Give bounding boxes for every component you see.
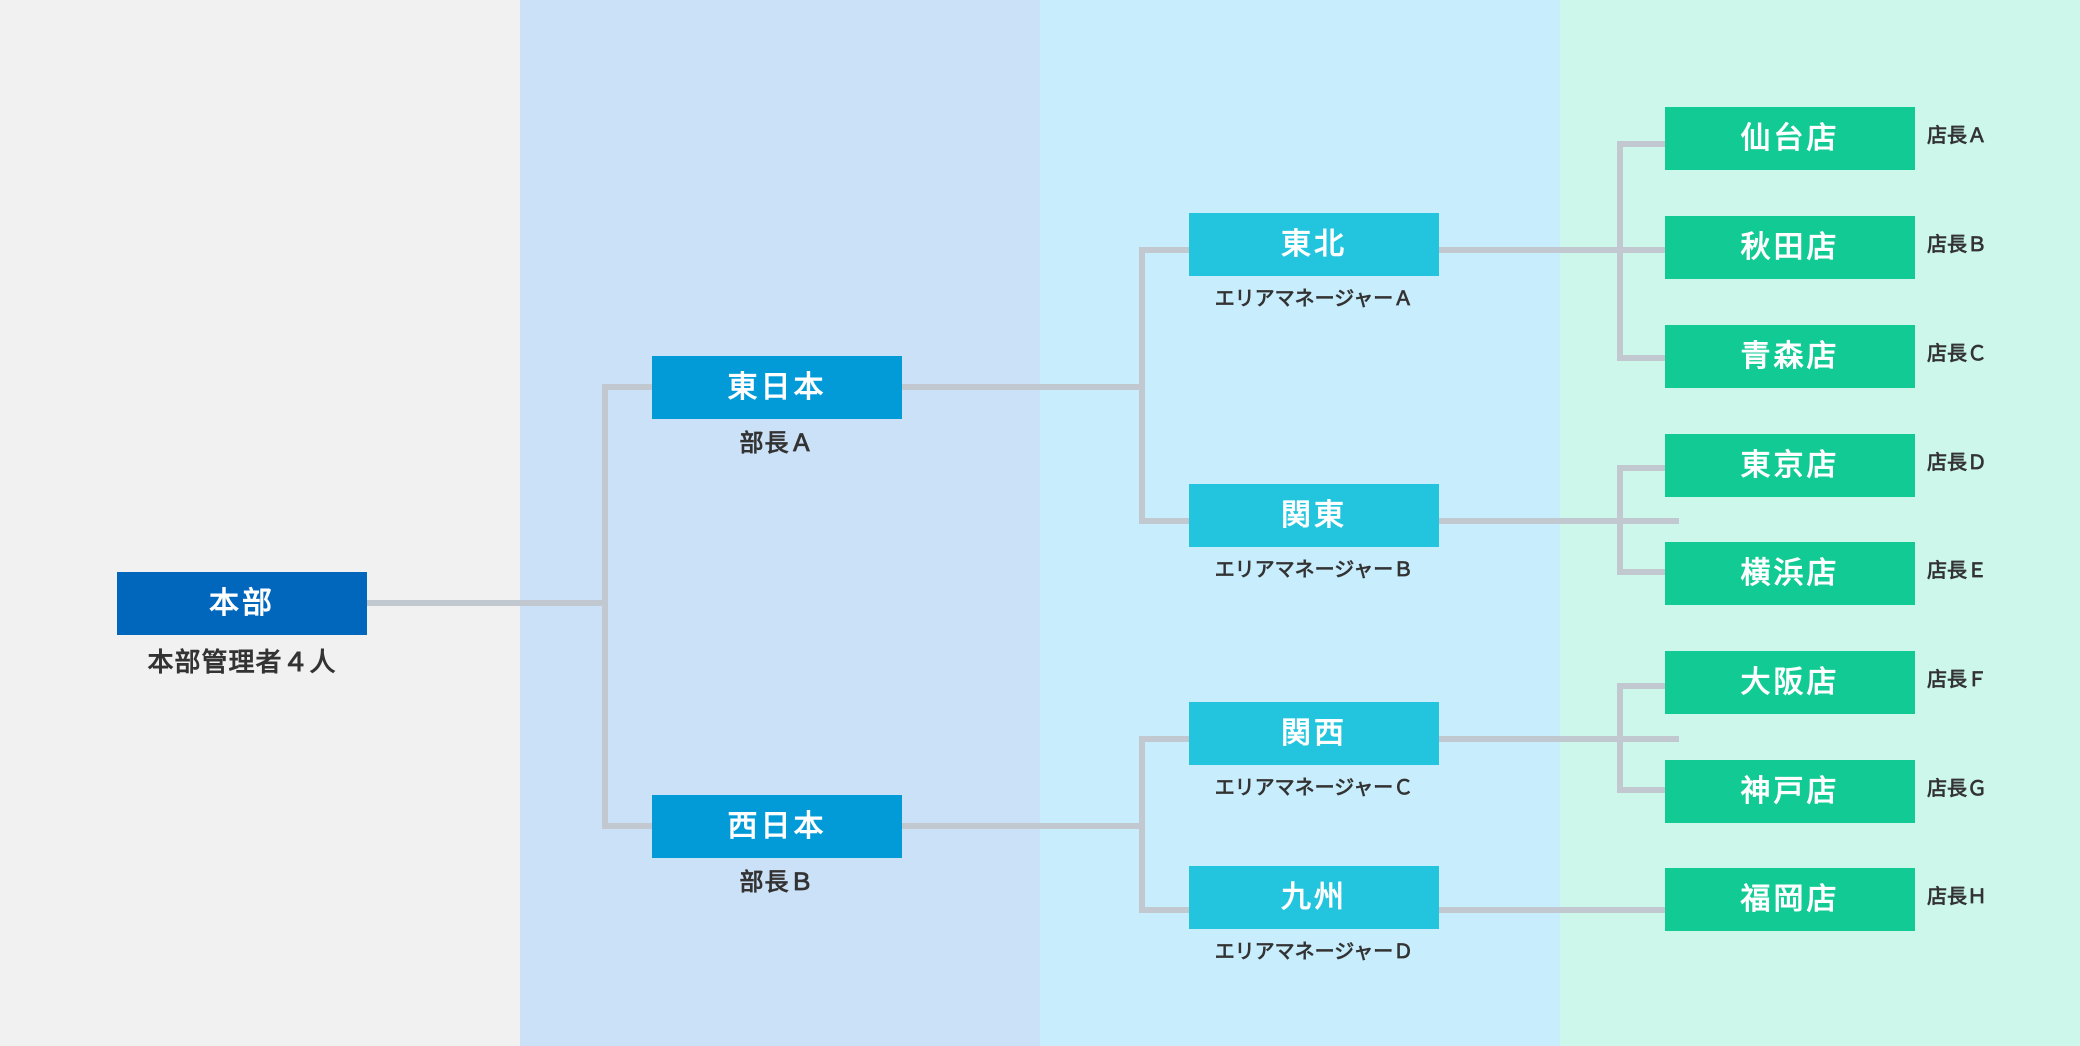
node-division-west[interactable]: 西日本 部長Ｂ xyxy=(652,795,902,895)
headquarters-column-band xyxy=(0,0,520,1046)
node-store-tokyo[interactable]: 東京店 店長Ｄ xyxy=(1665,434,1987,497)
store-sendai-manager: 店長Ａ xyxy=(1927,125,1987,147)
connector-branch-to-area-tohoku xyxy=(1139,247,1195,253)
headquarters-box[interactable]: 本部 xyxy=(117,572,367,635)
connector-branch-to-area-kanto xyxy=(1139,518,1195,524)
connector-trunk-to-division-east xyxy=(602,384,658,390)
store-tokyo-box[interactable]: 東京店 xyxy=(1665,434,1915,497)
store-aomori-manager: 店長Ｃ xyxy=(1927,343,1987,365)
connector-kansai-to-osaka xyxy=(1617,683,1673,689)
connector-east-division-stub xyxy=(902,384,1142,390)
connector-hq-to-trunk xyxy=(367,600,608,606)
store-fukuoka-box[interactable]: 福岡店 xyxy=(1665,868,1915,931)
area-kanto-caption: エリアマネージャーＢ xyxy=(1214,559,1414,581)
store-kobe-box[interactable]: 神戸店 xyxy=(1665,760,1915,823)
store-yokohama-box[interactable]: 横浜店 xyxy=(1665,542,1915,605)
store-akita-manager: 店長Ｂ xyxy=(1927,234,1987,256)
node-store-fukuoka[interactable]: 福岡店 店長Ｈ xyxy=(1665,868,1987,931)
area-kyushu-caption: エリアマネージャーＤ xyxy=(1214,941,1414,963)
connector-west-division-stub xyxy=(902,823,1142,829)
store-kobe-manager: 店長Ｇ xyxy=(1927,778,1987,800)
store-osaka-manager: 店長Ｆ xyxy=(1927,669,1987,691)
connector-kyushu-to-fukuoka xyxy=(1439,907,1679,913)
connector-kansai-stub xyxy=(1439,736,1679,742)
store-osaka-box[interactable]: 大阪店 xyxy=(1665,651,1915,714)
node-area-kyushu[interactable]: 九州 エリアマネージャーＤ xyxy=(1189,866,1439,962)
node-area-kansai[interactable]: 関西 エリアマネージャーＣ xyxy=(1189,702,1439,798)
store-yokohama-manager: 店長Ｅ xyxy=(1927,560,1987,582)
connector-tohoku-stub xyxy=(1439,247,1679,253)
connector-kanto-stub xyxy=(1439,518,1679,524)
connector-kansai-branch xyxy=(1617,683,1623,793)
connector-west-division-branch xyxy=(1139,736,1145,913)
area-kansai-box[interactable]: 関西 xyxy=(1189,702,1439,765)
connector-east-division-branch xyxy=(1139,247,1145,524)
node-headquarters[interactable]: 本部 本部管理者４人 xyxy=(117,572,367,675)
division-east-box[interactable]: 東日本 xyxy=(652,356,902,419)
node-store-kobe[interactable]: 神戸店 店長Ｇ xyxy=(1665,760,1987,823)
area-tohoku-box[interactable]: 東北 xyxy=(1189,213,1439,276)
node-area-tohoku[interactable]: 東北 エリアマネージャーＡ xyxy=(1189,213,1439,309)
connector-branch-to-area-kansai xyxy=(1139,736,1195,742)
store-fukuoka-manager: 店長Ｈ xyxy=(1927,886,1987,908)
division-west-box[interactable]: 西日本 xyxy=(652,795,902,858)
store-tokyo-manager: 店長Ｄ xyxy=(1927,452,1987,474)
node-division-east[interactable]: 東日本 部長Ａ xyxy=(652,356,902,456)
connector-kanto-to-yokohama xyxy=(1617,569,1673,575)
area-kyushu-box[interactable]: 九州 xyxy=(1189,866,1439,929)
division-east-caption: 部長Ａ xyxy=(739,430,815,457)
node-store-akita[interactable]: 秋田店 店長Ｂ xyxy=(1665,216,1987,279)
connector-kanto-branch xyxy=(1617,465,1623,575)
connector-branch-to-area-kyushu xyxy=(1139,907,1195,913)
area-kansai-caption: エリアマネージャーＣ xyxy=(1214,777,1414,799)
node-area-kanto[interactable]: 関東 エリアマネージャーＢ xyxy=(1189,484,1439,580)
store-aomori-box[interactable]: 青森店 xyxy=(1665,325,1915,388)
store-sendai-box[interactable]: 仙台店 xyxy=(1665,107,1915,170)
connector-tohoku-to-aomori xyxy=(1617,355,1673,361)
headquarters-caption: 本部管理者４人 xyxy=(147,647,337,677)
connector-tohoku-to-sendai xyxy=(1617,141,1673,147)
connector-kansai-to-kobe xyxy=(1617,787,1673,793)
store-akita-box[interactable]: 秋田店 xyxy=(1665,216,1915,279)
connector-division-trunk xyxy=(602,387,608,829)
area-kanto-box[interactable]: 関東 xyxy=(1189,484,1439,547)
node-store-sendai[interactable]: 仙台店 店長Ａ xyxy=(1665,107,1987,170)
connector-tohoku-branch xyxy=(1617,141,1623,361)
area-tohoku-caption: エリアマネージャーＡ xyxy=(1214,288,1414,310)
node-store-yokohama[interactable]: 横浜店 店長Ｅ xyxy=(1665,542,1987,605)
node-store-osaka[interactable]: 大阪店 店長Ｆ xyxy=(1665,651,1987,714)
division-west-caption: 部長Ｂ xyxy=(739,869,815,896)
connector-kanto-to-tokyo xyxy=(1617,465,1673,471)
connector-trunk-to-division-west xyxy=(602,823,658,829)
node-store-aomori[interactable]: 青森店 店長Ｃ xyxy=(1665,325,1987,388)
